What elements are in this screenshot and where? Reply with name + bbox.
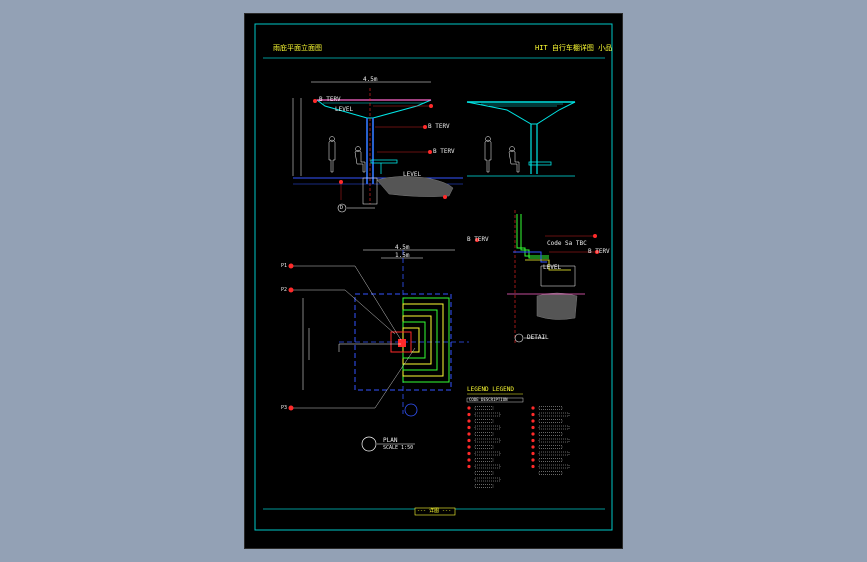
elevation-note-2: LEVEL <box>403 171 422 178</box>
footer-label: --- 详图 --- <box>417 508 452 514</box>
legend-bullet <box>467 464 471 469</box>
legend-text-line <box>538 458 563 462</box>
legend-bullet <box>467 438 471 443</box>
legend-text-line <box>474 477 501 482</box>
legend-text-line <box>474 484 494 488</box>
legend-bullet <box>531 438 535 443</box>
sheet-title-right: HIT 自行车棚详图 小品 <box>535 44 613 52</box>
legend-text-line <box>474 464 501 469</box>
plan-callout-3: P3 <box>281 405 288 411</box>
detail-tag-1: B TERV <box>467 236 489 243</box>
legend-subtitle: CODE DESCRIPTION <box>469 397 508 402</box>
plan-width-label: 4.5m <box>395 244 410 251</box>
legend-text-line <box>474 471 494 475</box>
legend-bullet <box>531 406 535 410</box>
legend-text-line <box>538 471 563 475</box>
cad-drawing <box>254 23 613 531</box>
legend-bullet <box>467 406 471 410</box>
legend-bullet <box>531 432 535 436</box>
legend-text-line <box>474 425 501 430</box>
legend-text-line <box>538 445 563 449</box>
detail-note-2: LEVEL <box>543 264 562 271</box>
legend-bullet <box>531 458 535 462</box>
plan-callout-2: P2 <box>281 287 288 293</box>
detail-view <box>475 210 599 344</box>
legend-bullet <box>467 458 471 462</box>
legend-text-line <box>538 412 570 417</box>
elevation-tag-2: B TERV <box>428 123 450 130</box>
legend-bullet <box>467 432 471 436</box>
legend-title: LEGEND LEGEND <box>467 386 514 393</box>
legend-text-line <box>474 451 501 456</box>
detail-note-1: Code Sa TBC <box>547 240 587 247</box>
footer-box <box>414 507 456 516</box>
elevation-width-label: 4.5m <box>363 76 378 83</box>
legend-bullet <box>531 412 535 417</box>
legend-bullet <box>531 445 535 449</box>
legend-text-line <box>538 451 570 456</box>
legend-text-line <box>474 412 501 417</box>
legend-text-line <box>538 419 563 423</box>
elevation-detail-tag: D <box>340 205 344 211</box>
legend-bullet <box>531 419 535 423</box>
elevation-tag-1: B TERV <box>319 96 341 103</box>
legend-text-line <box>538 438 570 443</box>
legend-text-line <box>538 432 563 436</box>
legend-bullet <box>531 464 535 469</box>
legend-bullet <box>467 451 471 456</box>
legend-text-line <box>474 406 494 410</box>
sheet-title-left: 雨庇平面立面图 <box>273 44 322 52</box>
detail-tag-2: B TERV <box>588 248 610 255</box>
legend-table <box>466 393 570 488</box>
detail-caption: DETAIL <box>527 334 549 341</box>
legend-text-line <box>538 406 563 410</box>
legend-text-line <box>474 419 494 423</box>
plan-caption: PLAN <box>383 437 398 444</box>
legend-text-line <box>538 425 570 430</box>
legend-text-line <box>474 432 494 436</box>
plan-view <box>288 249 469 452</box>
plan-callout-1: P1 <box>281 263 288 269</box>
elevation-note-1: LEVEL <box>335 106 354 113</box>
legend-bullet <box>467 425 471 430</box>
legend-text-line <box>474 458 494 462</box>
elevation-view-left <box>292 81 463 213</box>
elevation-view-right <box>466 101 576 177</box>
legend-bullet <box>467 419 471 423</box>
legend-bullet <box>467 445 471 449</box>
plan-inner-label: 1.5m <box>395 252 410 259</box>
legend-text-line <box>538 464 570 469</box>
legend-text-line <box>474 445 494 449</box>
legend-bullet <box>531 451 535 456</box>
legend-text-line <box>474 438 501 443</box>
legend-bullet <box>467 412 471 417</box>
elevation-tag-3: B TERV <box>433 148 455 155</box>
drawing-sheet: 雨庇平面立面图 HIT 自行车棚详图 小品 --- 详图 --- 4.5m B … <box>244 13 623 549</box>
inner-border <box>254 23 613 531</box>
plan-caption-sub: SCALE 1:50 <box>383 445 414 451</box>
legend-bullet <box>531 425 535 430</box>
